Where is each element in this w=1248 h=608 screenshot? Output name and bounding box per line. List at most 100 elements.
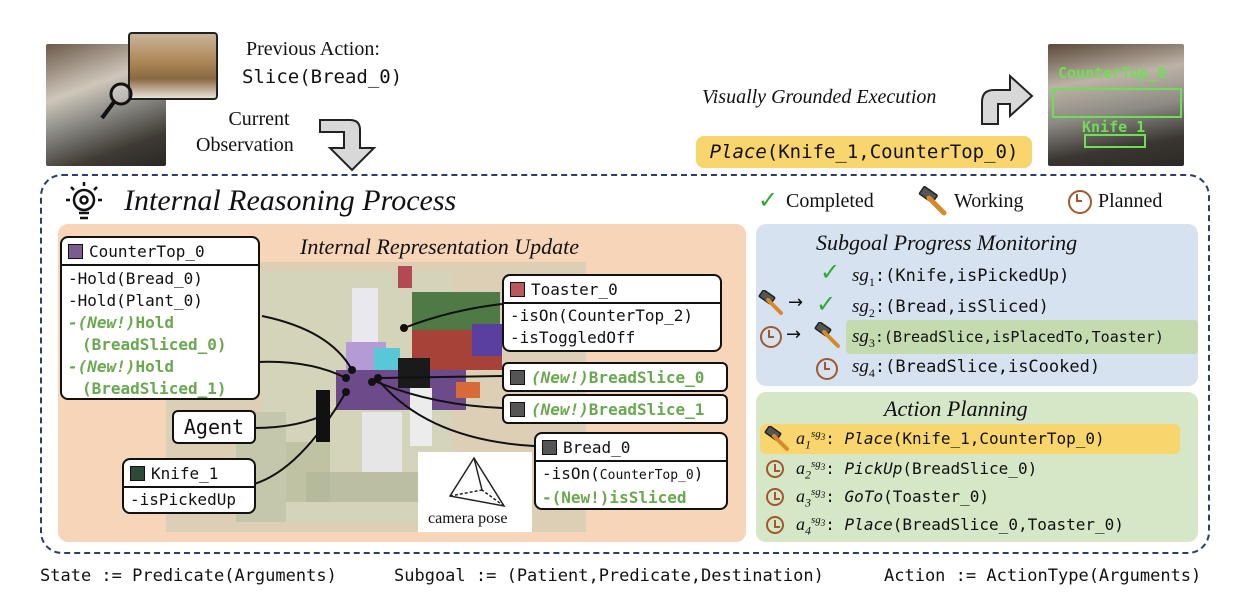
new-tag: -(New!) bbox=[68, 313, 136, 332]
subgoal-3: sg3:(BreadSlice,isPlacedTo,Toaster) bbox=[852, 326, 1164, 350]
subgoal-1-index: 1 bbox=[868, 274, 875, 289]
subgoal-3-text: :(BreadSlice,isPlacedTo,Toaster) bbox=[874, 328, 1164, 346]
zoomed-bread-image bbox=[128, 32, 218, 100]
toaster-predicate-2: -isToggledOff bbox=[510, 328, 636, 347]
planned-clock-icon bbox=[1068, 190, 1092, 214]
subgoal-2-text: :(Bread,isSliced) bbox=[874, 297, 1049, 317]
countertop-new-predicate-1: -(New!)Hold bbox=[62, 312, 258, 334]
knife-node-name: Knife_1 bbox=[151, 463, 219, 483]
new-tag: -(New!) bbox=[68, 357, 136, 376]
bread-color-swatch bbox=[542, 439, 557, 455]
knife-color-swatch bbox=[130, 465, 145, 481]
detection-box-knife bbox=[1084, 134, 1146, 148]
up-right-arrow-icon bbox=[981, 73, 1034, 125]
subgoal-4-text: :(BreadSlice,isCooked) bbox=[874, 357, 1101, 377]
sg3-clock-icon bbox=[760, 326, 782, 348]
sg3-arrow: → bbox=[786, 324, 802, 345]
internal-reasoning-box bbox=[40, 174, 1210, 554]
action-4-args: (BreadSlice_0,Toaster_0) bbox=[892, 515, 1124, 534]
breadslice1-new-tag: (New!) bbox=[531, 399, 589, 419]
action-1-index: 1 bbox=[805, 437, 811, 452]
execution-action-type: Place bbox=[709, 141, 767, 163]
action-2-clock-icon bbox=[766, 460, 784, 478]
action-2-type: PickUp bbox=[844, 459, 903, 478]
agent-node: Agent bbox=[172, 410, 256, 444]
countertop-new-predicate-1-args: (BreadSliced_0) bbox=[82, 335, 227, 354]
knife-node-header: Knife_1 bbox=[124, 460, 254, 488]
subgoal-4: sg4:(BreadSlice,isCooked) bbox=[852, 356, 1101, 380]
countertop-predicate-1: -Hold(Bread_0) bbox=[68, 269, 203, 288]
subgoal-4-index: 4 bbox=[868, 365, 875, 380]
subgoal-3-index: 3 bbox=[868, 335, 875, 350]
execution-action-box: Place(Knife_1,CounterTop_0) bbox=[696, 136, 1032, 168]
lightbulb-icon bbox=[66, 182, 102, 220]
action-4-clock-icon bbox=[766, 516, 784, 534]
knife-predicate-1: -isPickedUp bbox=[130, 490, 236, 509]
sg3-hammer-icon bbox=[814, 322, 840, 348]
toaster-node-name: Toaster_0 bbox=[531, 279, 618, 299]
action-definition: Action := ActionType(Arguments) bbox=[884, 566, 1202, 586]
breadslice0-new-tag: (New!) bbox=[531, 367, 589, 387]
bread-node-header: Bread_0 bbox=[536, 434, 726, 462]
countertop-predicate-2: -Hold(Plant_0) bbox=[68, 291, 203, 310]
bread-predicate-1-arg: CounterTop_0 bbox=[599, 468, 694, 483]
subgoal-2: sg2:(Bread,isSliced) bbox=[852, 296, 1049, 320]
action-3-index: 3 bbox=[805, 495, 811, 510]
detection-label-countertop: CounterTop_0 bbox=[1058, 64, 1167, 82]
magnifier-icon bbox=[100, 82, 133, 120]
sg2-completed-check-icon: ✓ bbox=[816, 290, 837, 318]
reasoning-title: Internal Reasoning Process bbox=[124, 184, 457, 217]
breadslice1-node: (New!)BreadSlice_1 bbox=[502, 394, 728, 424]
completed-check-icon: ✓ bbox=[758, 186, 779, 214]
action-3: a3sg3: GoTo(Toaster_0) bbox=[796, 486, 990, 510]
bread-predicate-1: -isOn(CounterTop_0) bbox=[536, 463, 726, 487]
hammer-icon bbox=[918, 186, 947, 216]
legend-completed: Completed bbox=[786, 190, 874, 212]
toaster-node: Toaster_0 -isOn(CounterTop_2) -isToggled… bbox=[502, 274, 722, 352]
countertop-node-header: CounterTop_0 bbox=[62, 238, 258, 266]
bread-predicate-1-pred: -isOn( bbox=[542, 464, 600, 483]
breadslice1-color-swatch bbox=[510, 401, 525, 417]
action-1: a1sg3: Place(Knife_1,CounterTop_0) bbox=[796, 428, 1105, 452]
countertop-new-predicate-2: -(New!)Hold bbox=[62, 356, 258, 378]
action-2: a2sg3: PickUp(BreadSlice_0) bbox=[796, 458, 1038, 482]
execution-image: CounterTop_0 Knife_1 bbox=[1048, 44, 1184, 166]
action-3-clock-icon bbox=[766, 488, 784, 506]
countertop-color-swatch bbox=[68, 243, 83, 259]
action-1-highlight bbox=[760, 424, 1180, 454]
current-observation-label-line1: Current bbox=[228, 108, 290, 130]
legend-planned: Planned bbox=[1098, 190, 1163, 212]
breadslice1-node-name: BreadSlice_1 bbox=[588, 399, 705, 419]
action-1-type: Place bbox=[844, 429, 893, 448]
previous-action-value: Slice(Bread_0) bbox=[242, 66, 403, 88]
action-planning-panel bbox=[756, 392, 1198, 542]
camera-pose-label: camera pose bbox=[428, 510, 508, 527]
action-1-args: (Knife_1,CounterTop_0) bbox=[892, 429, 1105, 448]
agent-label: Agent bbox=[183, 415, 245, 439]
action-3-type: GoTo bbox=[844, 487, 884, 506]
camera-pose-icon bbox=[448, 456, 506, 508]
execution-action-args: (Knife_1,CounterTop_0) bbox=[766, 141, 1019, 163]
sg2-hammer-icon bbox=[758, 290, 783, 315]
current-observation-label-line2: Observation bbox=[196, 134, 294, 156]
sg3-highlight bbox=[846, 320, 1198, 354]
action-4-index: 4 bbox=[805, 523, 811, 538]
state-definition: State := Predicate(Arguments) bbox=[40, 566, 337, 586]
action-4: a4sg3: Place(BreadSlice_0,Toaster_0) bbox=[796, 514, 1124, 538]
countertop-new-predicate-1-name: Hold bbox=[135, 313, 174, 332]
visually-grounded-label: Visually Grounded Execution bbox=[702, 86, 937, 108]
bread-new-predicate: -(New!)isSliced bbox=[542, 488, 687, 507]
subgoal-title: Subgoal Progress Monitoring bbox=[816, 230, 1078, 255]
bread-node: Bread_0 -isOn(CounterTop_0) -(New!)isSli… bbox=[534, 432, 728, 510]
action-planning-title: Action Planning bbox=[884, 396, 1028, 421]
subgoal-2-index: 2 bbox=[868, 305, 875, 320]
previous-action-label: Previous Action: bbox=[246, 38, 380, 60]
bread-predicate-1-end: ) bbox=[693, 464, 704, 483]
sg4-clock-icon bbox=[816, 358, 838, 380]
countertop-new-predicate-2-args: (BreadSliced_1) bbox=[82, 379, 227, 398]
subgoal-1-text: :(Knife,isPickedUp) bbox=[874, 266, 1070, 286]
sg2-arrow: → bbox=[788, 292, 804, 313]
countertop-node: CounterTop_0 -Hold(Bread_0) -Hold(Plant_… bbox=[60, 236, 260, 400]
action-1-hammer-icon bbox=[764, 426, 789, 451]
